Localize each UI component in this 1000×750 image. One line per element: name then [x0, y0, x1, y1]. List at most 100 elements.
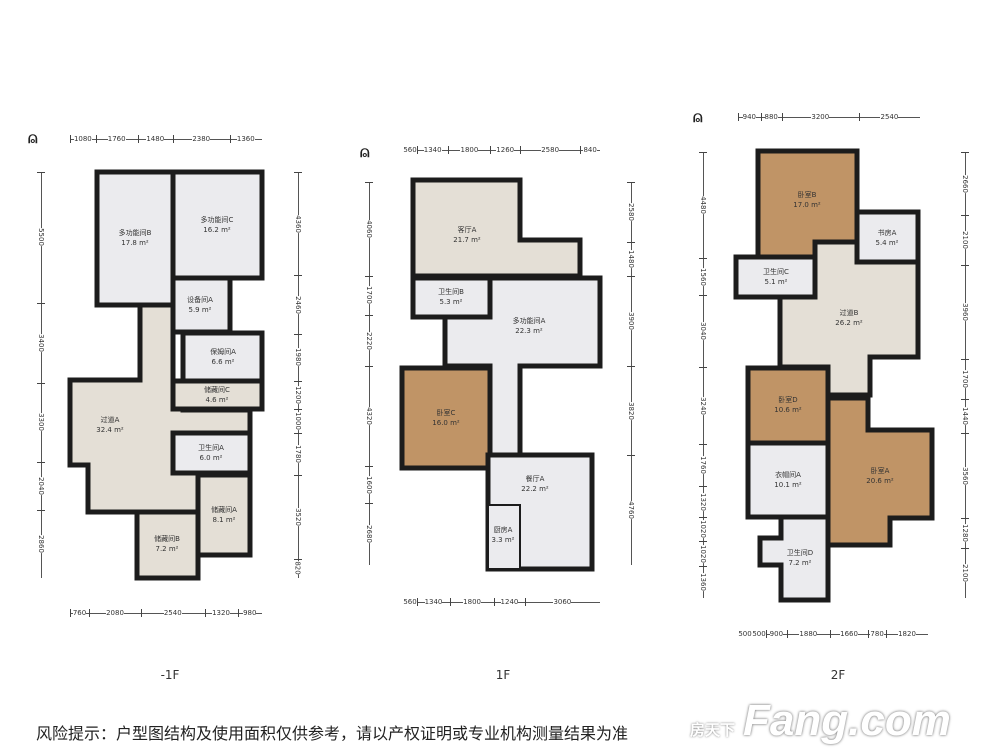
dimension-label: 3520: [294, 507, 303, 526]
dimension-label: 1880: [799, 630, 818, 638]
room-shape: [170, 430, 253, 476]
dimension-segment: 1480: [625, 241, 637, 277]
room-name: 书房A: [877, 229, 897, 237]
dimension-segment: 900: [766, 629, 787, 639]
room-area: 5.1 m²: [764, 278, 788, 286]
dimension-segment: 3040: [697, 295, 709, 368]
dimension-segment: 1800: [448, 145, 491, 155]
room-name: 卫生间A: [198, 444, 224, 452]
room-area: 6.6 m²: [211, 358, 235, 366]
north-arrow-icon: ⍝: [693, 107, 703, 126]
dimension-segment: 1440: [959, 399, 971, 434]
dimension-segment: 2040: [35, 461, 47, 511]
dimension-label: 1600: [365, 475, 374, 494]
dimension-segment: 3560: [959, 433, 971, 519]
room-shape: [755, 148, 860, 260]
dimension-label: 1260: [496, 146, 515, 154]
room-area: 8.1 m²: [212, 516, 236, 524]
dimension-segment: 780: [868, 629, 887, 639]
dimension-label: 3900: [627, 312, 636, 331]
room-shape: [777, 239, 921, 398]
floor-label: 2F: [830, 668, 846, 682]
room-area: 26.2 m²: [835, 319, 863, 327]
room-label: 过道B 26.2 m²: [835, 308, 862, 328]
dimension-segment: 3300: [35, 383, 47, 462]
dimension-label: 1760: [699, 456, 708, 475]
dimension-label: 2580: [627, 202, 636, 221]
dimension-label: 760: [72, 609, 87, 617]
dimension-segment: 3520: [292, 475, 304, 559]
dimension-segment: 2460: [292, 275, 304, 335]
dimension-segment: 1820: [886, 629, 928, 639]
dimension-label: 2380: [192, 135, 211, 143]
dimension-label: 4760: [627, 500, 636, 519]
dimension-segment: 840: [580, 145, 600, 155]
room-area: 22.2 m²: [521, 485, 549, 493]
dimension-label: 1560: [699, 267, 708, 286]
dimension-segment: 1880: [786, 629, 831, 639]
dimension-label: 2680: [365, 525, 374, 543]
dimension-label: 5500: [37, 228, 46, 247]
dimension-segment: 2540: [141, 608, 205, 618]
dimension-segment: 4320: [363, 366, 375, 466]
dimension-segment: 560: [403, 597, 417, 607]
dimension-segment: 4480: [697, 152, 709, 259]
dimension-label: 1200: [294, 385, 303, 404]
dimension-segment: 1020: [697, 541, 709, 566]
dimension-segment: 2660: [959, 152, 971, 216]
dimension-segment: 2580: [625, 182, 637, 242]
room-shape: [180, 330, 265, 384]
room-area: 7.2 m²: [155, 545, 179, 553]
dimension-label: 2540: [880, 113, 899, 121]
room-name: 多功能间B: [118, 229, 152, 237]
room-shape: [825, 395, 935, 548]
room-name: 卫生间B: [438, 288, 464, 296]
dimension-segment: 4060: [363, 182, 375, 276]
dimension-label: 840: [583, 146, 597, 154]
dimension-segment: 940: [738, 112, 761, 122]
dimension-segment: 3240: [697, 367, 709, 445]
dimension-label: 1320: [699, 492, 708, 511]
dimension-label: 560: [403, 598, 417, 606]
room-area: 16.2 m²: [203, 226, 231, 234]
dimension-label: 500: [752, 630, 766, 638]
dimension-segment: 1560: [697, 258, 709, 296]
dimension-label: 1340: [424, 598, 443, 606]
room-name: 保姆间A: [210, 348, 236, 356]
room-name: 过道B: [839, 309, 859, 317]
floor-plan-1f: [399, 177, 603, 572]
room-area: 10.1 m²: [774, 481, 802, 489]
room-name: 储藏间A: [211, 506, 237, 514]
dimension-label: 1700: [961, 370, 970, 388]
room-name: 客厅A: [457, 226, 477, 234]
room-shape: [854, 209, 921, 265]
dimension-segment: 1600: [363, 466, 375, 504]
floor-label: 1F: [495, 668, 511, 682]
dimension-label: 1360: [236, 135, 255, 143]
dimension-label: 3200: [811, 113, 830, 121]
dimension-label: 1320: [212, 609, 230, 617]
dimension-segment: 760: [70, 608, 89, 618]
logo-cn: 房天下: [690, 721, 736, 739]
dimension-label: 880: [764, 113, 778, 121]
room-shape: [195, 472, 253, 558]
dimension-segment: 1240: [494, 597, 525, 607]
dimension-label: 2460: [294, 295, 303, 314]
north-arrow-icon: ⍝: [28, 128, 38, 147]
